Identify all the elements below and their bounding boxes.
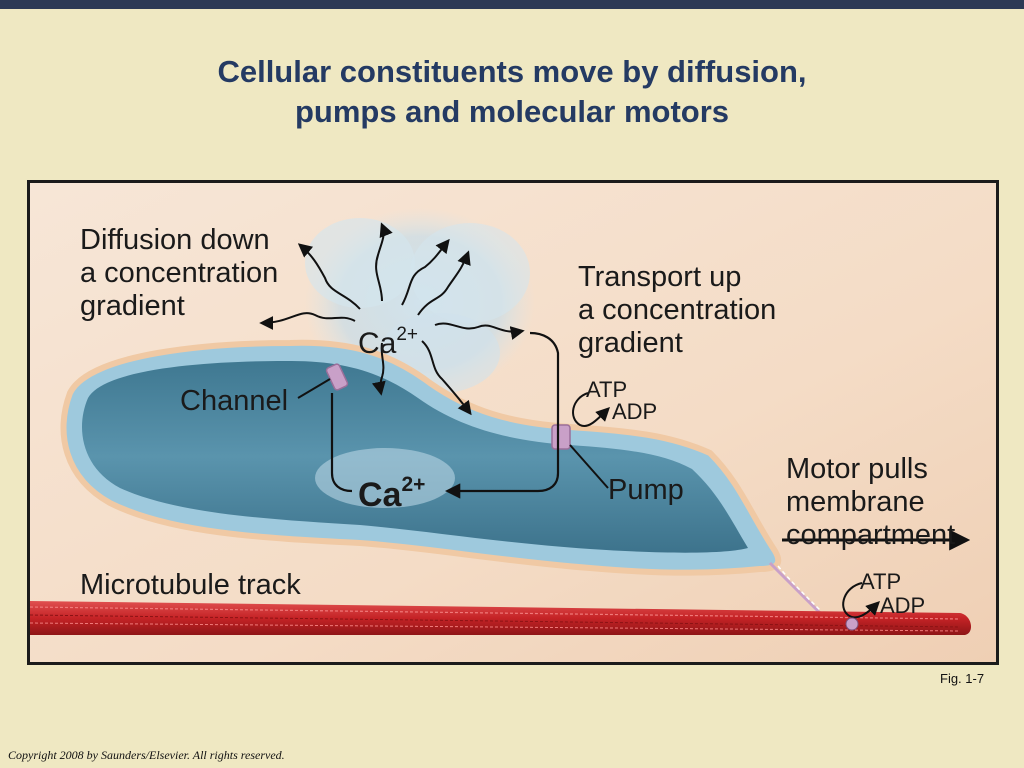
diagram-illustration [30,183,996,662]
title-line-1: Cellular constituents move by diffusion, [217,54,807,89]
diffusion-arrows [259,222,525,416]
diagram-figure: Diffusion down a concentration gradient … [27,180,999,665]
diffusion-label-line-3: gradient [80,290,185,322]
channel-return-arrow [330,393,353,493]
microtubule-label: Microtubule track [80,569,301,601]
motor-label-line-1: Motor pulls [786,453,928,485]
channel-pointer [297,378,331,399]
slide-title: Cellular constituents move by diffusion,… [0,52,1024,132]
transport-label-line-3: gradient [578,327,683,359]
motor-protein [845,617,859,631]
motor-atp-arrow [842,582,880,619]
copyright-notice: Copyright 2008 by Saunders/Elsevier. All… [8,748,285,762]
calcium-ion-outside-symbol: Ca [358,327,397,360]
figure-number: Fig. 1-7 [940,671,985,686]
calcium-ion-inside: Ca2+ [358,468,425,512]
channel-label: Channel [180,385,289,417]
pump-atp-arrow [572,392,610,427]
diffusion-label-line-2: a concentration [80,257,279,289]
motor-label: Motor pulls membrane compartment [786,453,955,552]
diffusion-label-line-1: Diffusion down [80,224,270,256]
pump-label: Pump [608,474,684,506]
pump-atp-label: ATP [586,377,628,402]
pump-transport-arrow [444,331,560,499]
microtubule-track [30,601,972,635]
motor-atp-label: ATP [860,569,902,594]
pump-adp-label: ADP [612,399,658,424]
motor-label-line-3: compartment [786,519,956,551]
pump-protein [551,424,571,450]
transport-label-line-1: Transport up [578,261,742,293]
calcium-ion-inside-symbol: Ca [358,476,402,514]
calcium-ion-outside-charge: 2+ [396,324,419,345]
motor-label-line-2: membrane [786,486,925,518]
pump-pointer [569,444,609,489]
motor-adp-label: ADP [880,593,926,618]
title-line-2: pumps and molecular motors [294,94,730,129]
inner-ion-cloud [315,448,455,508]
calcium-ion-inside-charge: 2+ [401,473,426,496]
transport-label-line-2: a concentration [578,294,777,326]
calcium-ion-outside: Ca2+ [358,318,418,360]
channel-protein [325,363,349,391]
diffusion-label: Diffusion down a concentration gradient [80,224,278,323]
top-accent-bar [0,0,1024,9]
transport-label: Transport up a concentration gradient [578,261,776,360]
